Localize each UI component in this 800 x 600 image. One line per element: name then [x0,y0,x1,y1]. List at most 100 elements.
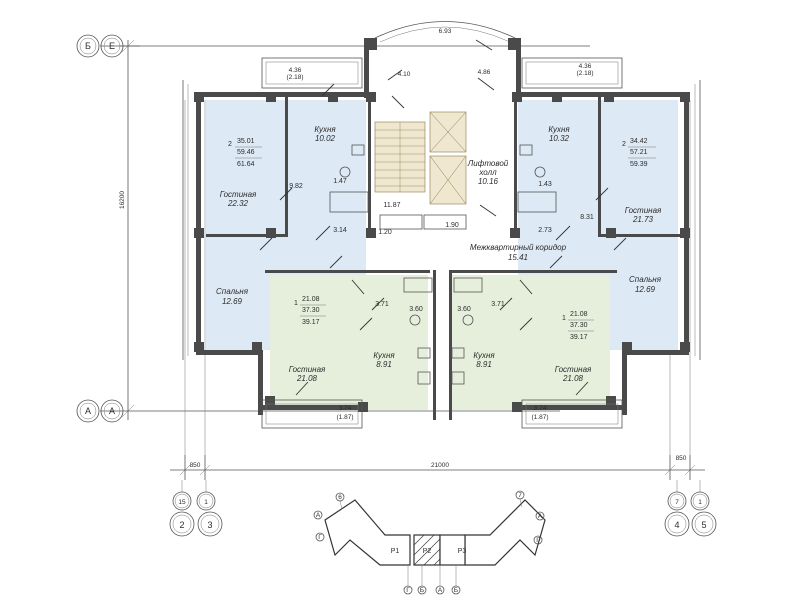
svg-text:Кухня: Кухня [314,125,336,134]
apt1-left-fill [270,275,428,410]
svg-text:1.47: 1.47 [333,178,347,185]
svg-text:7: 7 [518,492,522,499]
svg-text:57.21: 57.21 [630,149,648,156]
svg-text:3.71: 3.71 [375,301,389,308]
svg-text:850: 850 [676,455,687,462]
stair-and-lifts [374,111,467,205]
svg-text:Кухня: Кухня [473,351,495,360]
svg-text:21.08: 21.08 [570,311,588,318]
svg-text:3.71: 3.71 [491,301,505,308]
svg-text:16200: 16200 [119,191,126,209]
key-plan: P1 P2 P3 6 А Г 7 А Г Г Б А Б [313,490,546,595]
svg-text:(1.87): (1.87) [337,414,354,421]
svg-text:Г: Г [318,534,322,541]
svg-text:А: А [316,512,321,519]
svg-text:8.91: 8.91 [476,360,492,369]
svg-text:Кухня: Кухня [373,351,395,360]
svg-text:(2.18): (2.18) [287,74,304,81]
svg-text:39.17: 39.17 [302,319,320,326]
svg-text:39.17: 39.17 [570,334,588,341]
svg-text:2: 2 [622,141,626,148]
svg-text:2: 2 [179,520,184,530]
svg-text:6: 6 [338,494,342,501]
svg-text:Гостиная: Гостиная [289,365,326,374]
svg-text:15.41: 15.41 [508,253,528,262]
svg-text:61.64: 61.64 [237,161,255,168]
svg-text:3: 3 [207,520,212,530]
door-swings [259,39,627,396]
svg-text:1: 1 [204,499,208,506]
outer-walls [196,38,689,420]
svg-text:21000: 21000 [431,462,449,469]
svg-text:10.32: 10.32 [549,134,570,143]
svg-text:2.73: 2.73 [538,227,552,234]
svg-text:2: 2 [228,141,232,148]
svg-text:4: 4 [674,520,679,530]
svg-text:4.10: 4.10 [398,71,411,78]
svg-text:Спальня: Спальня [216,287,249,296]
svg-text:22.32: 22.32 [227,199,249,208]
svg-text:4.36: 4.36 [579,63,592,70]
axis-bubble-a1: А [76,399,100,423]
apt1-right-fill [452,275,610,410]
apartment-1-right-label: 1 21.08 37.30 39.17 [562,311,594,341]
axis-bubble-a2: А [100,399,124,423]
svg-text:Б: Б [85,41,91,51]
svg-text:холл: холл [478,168,497,177]
svg-text:1: 1 [698,499,702,506]
fixtures [329,144,557,385]
svg-text:Спальня: Спальня [629,275,662,284]
room-labels: Кухня 10.02 Кухня 10.32 Гостиная 22.32 Г… [216,125,662,383]
svg-text:34.42: 34.42 [630,138,648,145]
svg-text:3.60: 3.60 [409,306,423,313]
svg-text:21.08: 21.08 [302,296,320,303]
apartment-2-right-label: 2 34.42 57.21 59.39 [622,138,656,168]
svg-text:59.46: 59.46 [237,149,255,156]
svg-text:А: А [438,587,443,594]
svg-text:21.73: 21.73 [632,215,654,224]
svg-text:850: 850 [190,462,201,469]
svg-text:1.20: 1.20 [378,229,392,236]
axis-bubble-b: Б [76,34,100,58]
svg-text:Гостиная: Гостиная [220,190,257,199]
keyplan-section-p2: P2 [423,548,432,555]
svg-text:59.39: 59.39 [630,161,648,168]
svg-text:6.93: 6.93 [439,28,452,35]
axis-markers: Б Е А А 15 1 2 3 7 [76,34,717,537]
svg-text:12.69: 12.69 [635,285,656,294]
svg-text:Гостиная: Гостиная [625,206,662,215]
svg-text:9.82: 9.82 [289,183,303,190]
svg-text:А: А [85,406,91,416]
svg-text:(2.18): (2.18) [577,70,594,77]
columns [194,92,690,412]
svg-text:35.01: 35.01 [237,138,255,145]
svg-text:10.16: 10.16 [478,177,499,186]
svg-text:1: 1 [562,315,566,322]
svg-text:4.86: 4.86 [478,69,491,76]
svg-text:37.30: 37.30 [302,307,320,314]
svg-text:1: 1 [294,300,298,307]
svg-text:11.87: 11.87 [384,202,401,209]
dimension-texts: 21000 16200 850 850 6.93 4.36 (2.18) 4.3… [119,28,687,469]
svg-text:12.69: 12.69 [222,297,243,306]
axis-group-left: 15 1 2 3 [169,480,223,537]
apartment-2-left-label: 2 35.01 59.46 61.64 [228,138,262,168]
svg-text:5: 5 [701,520,706,530]
svg-text:3.14: 3.14 [333,227,347,234]
svg-text:3.74: 3.74 [339,405,352,412]
svg-text:1.90: 1.90 [445,222,459,229]
svg-text:8.91: 8.91 [376,360,392,369]
svg-text:37.30: 37.30 [570,322,588,329]
svg-text:А: А [538,513,543,520]
svg-text:7: 7 [675,499,679,506]
svg-text:3.74: 3.74 [534,405,547,412]
svg-text:Б: Б [454,587,458,594]
svg-text:21.08: 21.08 [562,374,584,383]
svg-text:Лифтовой: Лифтовой [467,159,509,168]
svg-text:Е: Е [109,41,115,51]
svg-text:Б: Б [420,587,424,594]
svg-text:А: А [109,406,115,416]
keyplan-section-p1: P1 [391,548,400,555]
svg-text:Г: Г [406,587,410,594]
